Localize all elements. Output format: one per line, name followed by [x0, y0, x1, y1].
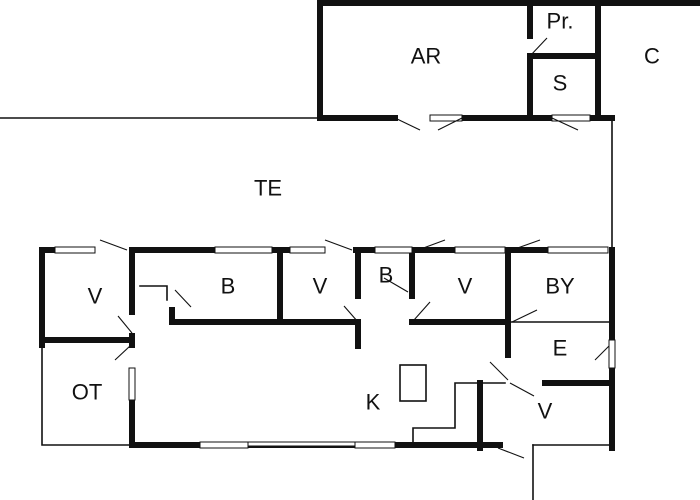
room-label-b1: B: [221, 274, 236, 299]
room-label-v3: V: [458, 274, 473, 299]
windows: [54, 114, 616, 449]
room-label-by: BY: [545, 274, 575, 299]
room-label-te: TE: [254, 176, 282, 201]
room-label-ar: AR: [411, 44, 442, 69]
room-label-e: E: [553, 336, 568, 361]
room-label-ot: OT: [72, 380, 103, 405]
room-label-b2: B: [379, 263, 394, 288]
room-label-pr: Pr.: [547, 9, 574, 34]
room-label-c: C: [644, 44, 660, 69]
room-label-v4: V: [538, 399, 553, 424]
room-label-v1: V: [88, 284, 103, 309]
room-label-v2: V: [313, 274, 328, 299]
doors: [99, 37, 610, 459]
walls-thick: [39, 0, 700, 451]
room-label-s: S: [553, 71, 568, 96]
room-label-k: K: [366, 390, 381, 415]
room-labels: AR Pr. S C TE V B V B V BY E OT K V: [72, 9, 660, 424]
